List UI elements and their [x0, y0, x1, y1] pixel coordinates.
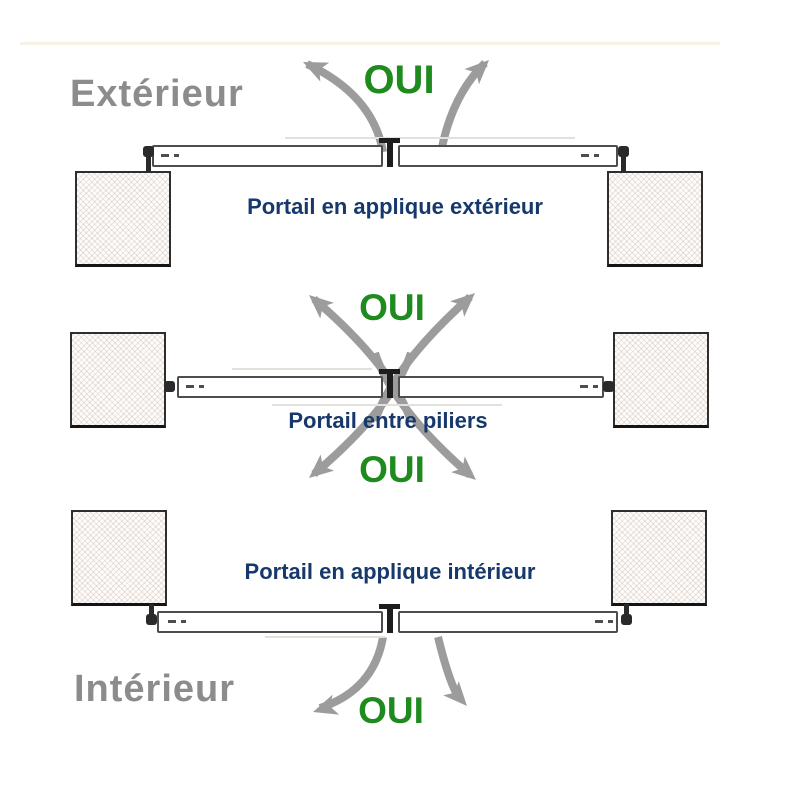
pillar-right — [607, 171, 703, 267]
arrow-down-right-bottom — [434, 636, 467, 706]
scan-artifact — [20, 42, 720, 45]
center-latch-stem — [387, 605, 393, 633]
gate-mark — [186, 385, 194, 388]
arrow-down-right-middle — [371, 351, 476, 480]
arrow-up-right-top — [437, 60, 489, 153]
caption-applique-exterieur: Portail en applique extérieur — [247, 194, 543, 219]
hinge-left — [143, 146, 154, 157]
gate-mark — [593, 385, 598, 388]
hinge-right — [603, 381, 614, 392]
pillar-left — [71, 510, 167, 606]
hinge-post-right — [621, 155, 626, 172]
gate-mark — [168, 620, 176, 623]
gate-mark — [595, 620, 603, 623]
gate-leaf-left — [177, 376, 383, 398]
arrow-down-left-bottom — [313, 636, 387, 715]
arrow-down-left-middle — [309, 351, 415, 478]
gate-leaf-right — [398, 376, 604, 398]
gate-mark — [608, 620, 613, 623]
hinge-right — [618, 146, 629, 157]
oui-label-middle-top: OUI — [359, 287, 425, 328]
gate-mark — [181, 620, 186, 623]
gate-mark — [161, 154, 169, 157]
shadow-line — [272, 404, 502, 406]
caption-entre-piliers: Portail entre piliers — [288, 408, 488, 433]
exterior-label: Extérieur — [70, 73, 244, 115]
oui-label-top: OUI — [363, 58, 435, 102]
pillar-left — [70, 332, 166, 428]
shadow-line — [285, 137, 575, 139]
hinge-post-left — [149, 604, 154, 618]
interior-label: Intérieur — [74, 668, 236, 710]
shadow-line — [265, 636, 385, 638]
hinge-right — [621, 614, 632, 625]
gate-mark — [174, 154, 179, 157]
pillar-right — [613, 332, 709, 428]
caption-applique-interieur: Portail en applique intérieur — [244, 559, 536, 584]
center-latch-stem — [387, 139, 393, 167]
hinge-post-right — [624, 604, 629, 618]
gate-mark — [581, 154, 589, 157]
shadow-line — [232, 368, 372, 370]
gate-leaf-right — [398, 611, 618, 633]
gate-mark — [594, 154, 599, 157]
pillar-right — [611, 510, 707, 606]
pillar-left — [75, 171, 171, 267]
hinge-left — [164, 381, 175, 392]
center-latch-stem — [387, 370, 393, 398]
hinge-post-left — [146, 155, 151, 172]
hinge-left — [146, 614, 157, 625]
gate-leaf-right — [398, 145, 618, 167]
gate-mark — [580, 385, 588, 388]
gate-leaf-left — [157, 611, 383, 633]
oui-label-bottom: OUI — [358, 690, 424, 731]
gate-leaf-left — [152, 145, 383, 167]
oui-label-middle-bottom: OUI — [359, 449, 425, 490]
gate-mark — [199, 385, 204, 388]
